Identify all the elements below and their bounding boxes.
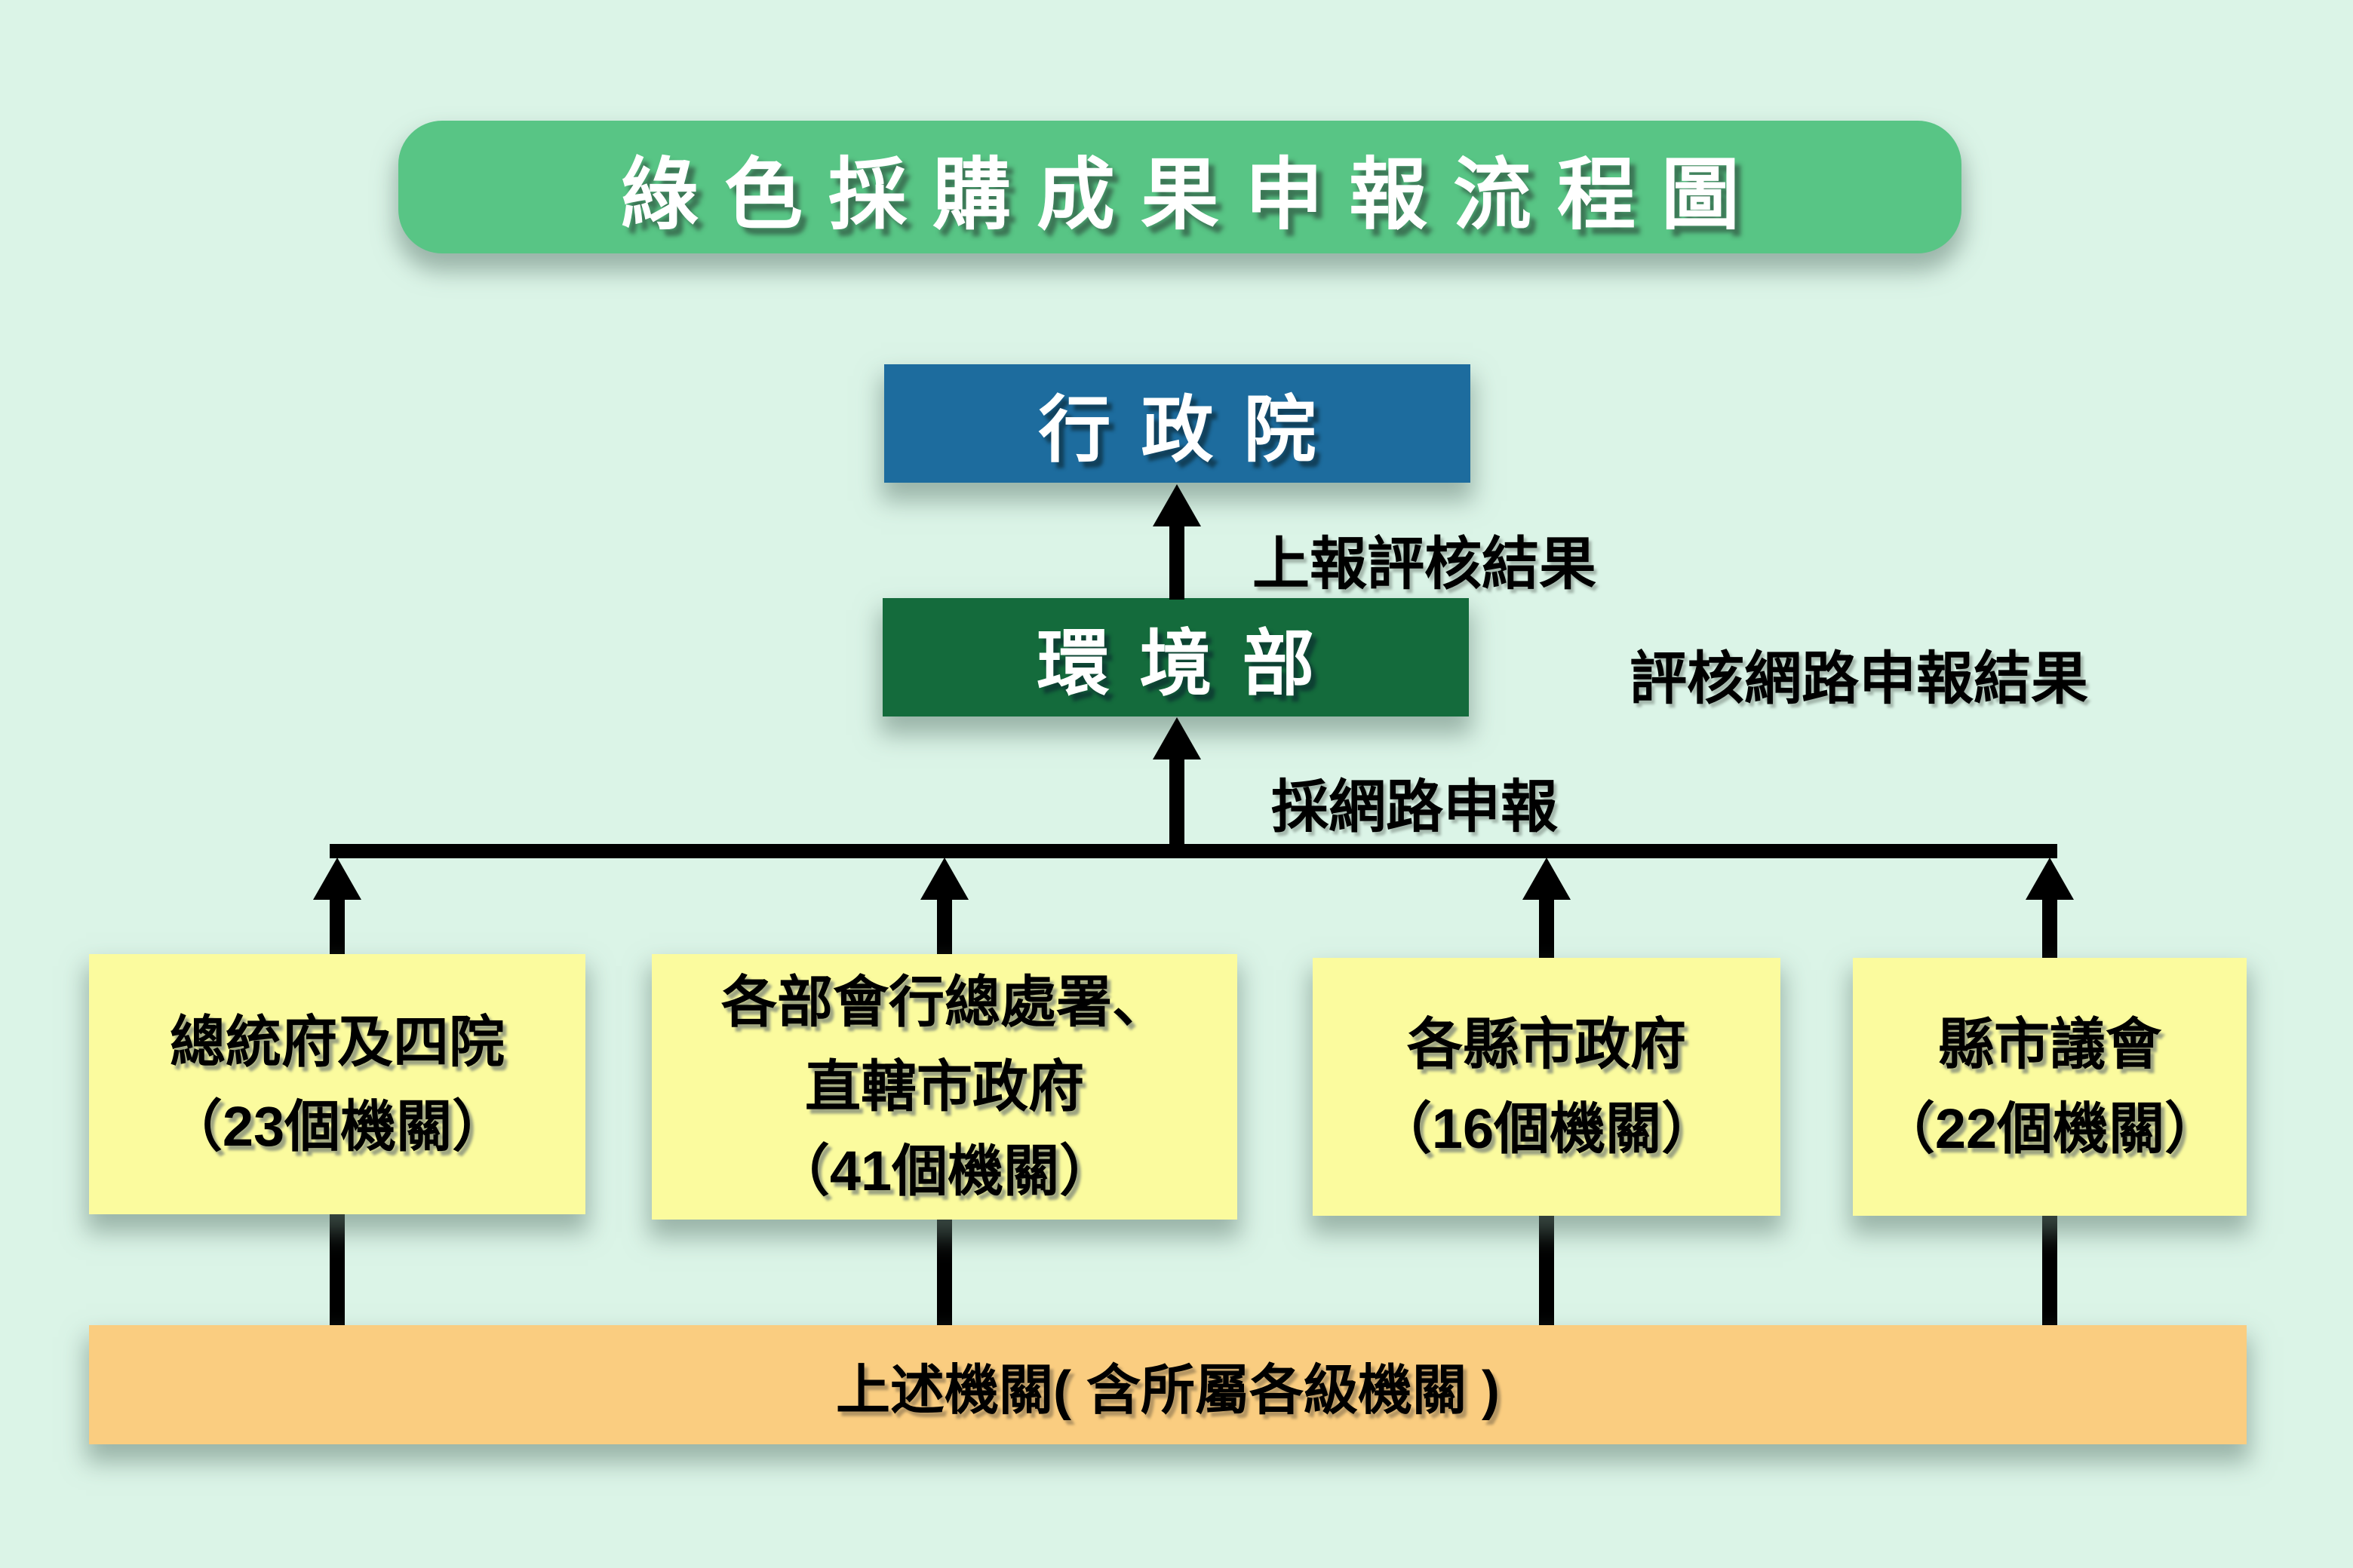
node-executive-yuan: 行政院: [884, 364, 1470, 483]
branch3-line1: 各縣市政府: [1407, 1013, 1686, 1076]
node-ministry-environment-label: 環境部: [1037, 624, 1345, 704]
node-ministries-municipalities: 各部會行總處署、 直轄市政府 （41個機關）: [652, 954, 1237, 1220]
connector-ministry-to-executive: [1169, 525, 1184, 600]
label-online-reporting: 採網路申報: [1271, 775, 1558, 839]
branch1-line1: 總統府及四院: [170, 1010, 505, 1073]
label-evaluate-online-results: 評核網路申報結果: [1630, 647, 2088, 711]
node-county-governments: 各縣市政府 （16個機關）: [1313, 958, 1780, 1216]
arrow-branch2-icon: [920, 858, 969, 900]
collector-bar: [330, 844, 2057, 858]
connector-branch2-upper: [937, 898, 952, 956]
connector-branch2-lower: [937, 1217, 952, 1326]
arrow-branch3-icon: [1522, 858, 1571, 900]
connector-branch1-lower: [330, 1213, 345, 1326]
arrow-branch4-icon: [2026, 858, 2074, 900]
arrow-up-to-executive-yuan-icon: [1153, 484, 1201, 526]
connector-branch3-upper: [1539, 898, 1554, 960]
branch3-line2: （16個機關）: [1375, 1097, 1718, 1160]
connector-branch4-lower: [2042, 1214, 2057, 1326]
connector-branch3-lower: [1539, 1214, 1554, 1326]
arrow-up-to-ministry-icon: [1153, 717, 1201, 759]
connector-branch1-upper: [330, 898, 345, 956]
branch1-line2: （23個機關）: [166, 1094, 508, 1158]
label-report-results-up: 上報評核結果: [1252, 532, 1596, 597]
branch2-line3: （41個機關）: [773, 1140, 1116, 1202]
branch4-line1: 縣市議會: [1938, 1013, 2161, 1076]
arrow-branch1-icon: [313, 858, 361, 900]
node-subordinate-agencies-label: 上述機關( 含所屬各級機關 ): [836, 1360, 1500, 1421]
branch4-line2: （22個機關）: [1878, 1097, 2221, 1160]
connector-bar-to-ministry: [1169, 758, 1184, 845]
branch2-line2: 直轄市政府: [805, 1055, 1084, 1118]
node-executive-yuan-label: 行政院: [1038, 390, 1347, 471]
branch2-line1: 各部會行總處署、: [721, 971, 1168, 1033]
connector-branch4-upper: [2042, 898, 2057, 960]
node-county-councils: 縣市議會 （22個機關）: [1853, 958, 2247, 1216]
node-subordinate-agencies: 上述機關( 含所屬各級機關 ): [89, 1325, 2247, 1444]
diagram-title-text: 綠色採購成果申報流程圖: [619, 151, 1765, 239]
node-presidential-office: 總統府及四院 （23個機關）: [89, 954, 585, 1214]
diagram-title: 綠色採購成果申報流程圖: [398, 121, 1961, 253]
node-ministry-environment: 環境部: [883, 598, 1469, 716]
